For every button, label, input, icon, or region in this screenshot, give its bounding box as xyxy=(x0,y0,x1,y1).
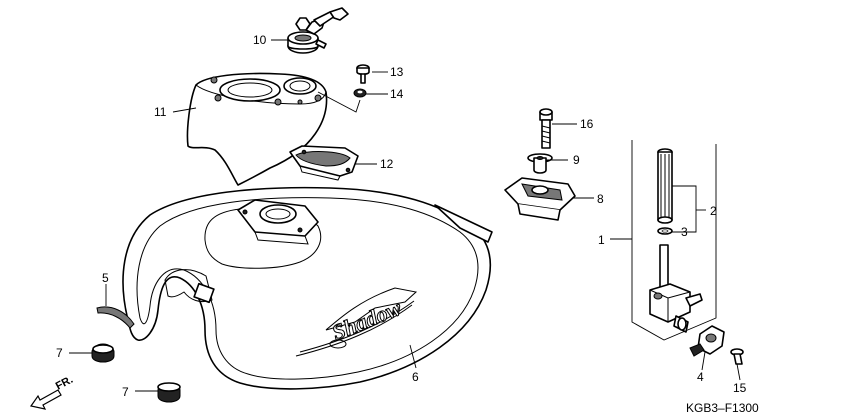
callout-10: 10 xyxy=(253,33,267,47)
drawing-code: KGB3–F1300 xyxy=(686,401,759,415)
leader-lines xyxy=(69,39,741,392)
callout-2: 2 xyxy=(710,204,717,218)
fuel-tank: Shadow xyxy=(122,186,493,390)
callout-14: 14 xyxy=(390,87,404,101)
callout-16: 16 xyxy=(580,117,594,131)
callout-11: 11 xyxy=(154,105,167,119)
tank-cover xyxy=(186,72,328,186)
bolt-16 xyxy=(539,108,553,149)
fuel-valve-body xyxy=(649,244,703,333)
callout-6: 6 xyxy=(412,370,419,384)
fuel-valve-assembly xyxy=(631,140,717,341)
callout-5: 5 xyxy=(102,271,109,285)
front-label: FR. xyxy=(54,374,75,393)
callout-1: 1 xyxy=(598,233,605,247)
bracket-8 xyxy=(504,177,576,221)
callout-7a: 7 xyxy=(56,346,63,360)
screw-13 xyxy=(356,64,370,84)
front-direction-arrow: FR. xyxy=(29,374,75,410)
callout-4: 4 xyxy=(697,370,704,384)
callout-7b: 7 xyxy=(122,385,129,399)
collar-9 xyxy=(527,153,553,174)
rubber-cushion-7a xyxy=(91,343,115,363)
fuel-cap-with-keys xyxy=(287,7,349,54)
callout-3: 3 xyxy=(681,225,688,239)
callout-9: 9 xyxy=(573,153,580,167)
filler-neck-plate xyxy=(237,199,319,245)
callout-labels: 10 11 13 14 12 16 9 8 2 3 1 5 7 7 6 4 15 xyxy=(56,33,747,399)
cover-gasket xyxy=(289,145,359,181)
callout-15: 15 xyxy=(733,381,747,395)
clip-4 xyxy=(689,325,725,357)
strainer-2 xyxy=(657,148,673,224)
callout-13: 13 xyxy=(390,65,404,79)
washer-14 xyxy=(353,88,367,98)
rubber-cushion-7b xyxy=(157,382,181,403)
callout-8: 8 xyxy=(597,192,604,206)
callout-12: 12 xyxy=(380,157,394,171)
cushion-5 xyxy=(96,306,135,329)
screw-15 xyxy=(730,348,744,365)
o-ring-3 xyxy=(657,227,673,235)
